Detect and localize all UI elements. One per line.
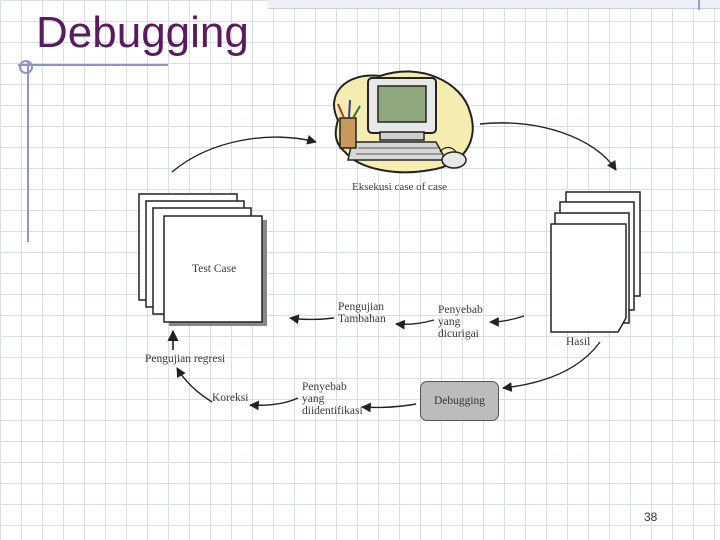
penyebab-diidentifikasi-label: Penyebab yang diidentifikasi <box>302 381 363 417</box>
arrow-hasil-to-suspected <box>489 315 525 327</box>
arrow-koreksi-to-regresi <box>176 367 213 403</box>
arrow-exec-to-hasil <box>479 122 617 171</box>
penyebab-dicurigai-label: Penyebab yang dicurigai <box>438 304 483 340</box>
page-number: 38 <box>644 510 658 524</box>
test-case-stack <box>138 193 267 326</box>
pengujian-tambahan-label: Pengujian Tambahan <box>338 301 386 325</box>
arrow-tambahan-to-testcase <box>289 314 335 325</box>
top-band-marker <box>698 0 700 10</box>
hasil-stack <box>550 191 641 333</box>
title-bullet-circle <box>19 60 33 74</box>
computer-caption: Eksekusi case of case <box>352 181 447 193</box>
title-side-rule <box>27 62 29 242</box>
slide-title: Debugging <box>36 8 249 57</box>
arrow-debugging-to-identified <box>361 402 417 413</box>
koreksi-label: Koreksi <box>212 392 249 404</box>
arrow-identified-to-koreksi <box>249 397 299 411</box>
title-underline <box>18 64 168 66</box>
debugging-label: Debugging <box>433 395 486 407</box>
computer-clipart <box>333 70 474 174</box>
hasil-label: Hasil <box>566 336 591 348</box>
debugging-box: Debugging <box>420 381 499 421</box>
top-band <box>268 0 720 9</box>
pengujian-regresi-label: Pengujian regresi <box>145 353 226 365</box>
arrow-suspected-to-tambahan <box>395 319 435 330</box>
arrow-hasil-to-debugging <box>502 341 601 392</box>
test-case-label: Test Case <box>192 263 237 275</box>
arrow-test-to-exec <box>171 135 317 173</box>
